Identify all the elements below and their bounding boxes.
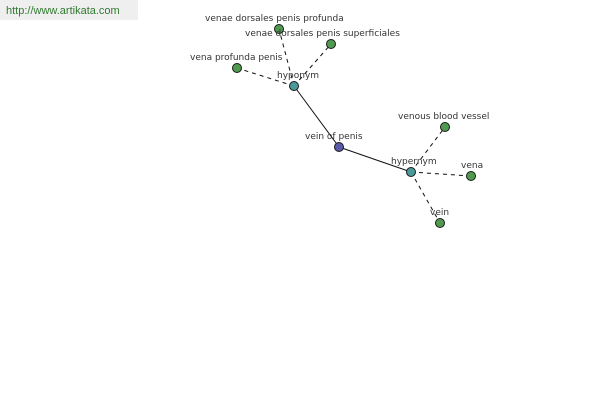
edge-hyponym-to-venae-dorsales-penis-superficiales [293, 43, 332, 87]
node-hypernym[interactable] [406, 167, 416, 177]
node-venous-blood-vessel[interactable] [440, 122, 450, 132]
edge-hypernym-to-vein [410, 171, 441, 224]
node-venae-dorsales-penis-superficiales[interactable] [326, 39, 336, 49]
node-vena-profunda-penis[interactable] [232, 63, 242, 73]
label-hypernym[interactable]: hypernym [391, 157, 437, 167]
watermark-link[interactable]: http://www.artikata.com [0, 0, 138, 20]
label-venae-dorsales-penis-profunda[interactable]: venae dorsales penis profunda [205, 14, 344, 24]
node-vein-of-penis[interactable] [334, 142, 344, 152]
edge-vein-of-penis-to-hyponym [293, 85, 340, 148]
label-vein-of-penis[interactable]: vein of penis [305, 132, 363, 142]
label-vein[interactable]: vein [430, 208, 449, 218]
label-venae-dorsales-penis-superficiales[interactable]: venae dorsales penis superficiales [245, 29, 400, 39]
node-hyponym[interactable] [289, 81, 299, 91]
edge-vein-of-penis-to-hypernym [338, 146, 412, 173]
label-vena[interactable]: vena [461, 161, 483, 171]
node-vena[interactable] [466, 171, 476, 181]
node-vein[interactable] [435, 218, 445, 228]
graph-labels: vein of penis hyponym hypernym venae dorsal… [190, 14, 489, 218]
edge-hypernym-to-venous-blood-vessel [410, 126, 446, 173]
edge-hyponym-to-vena-profunda-penis [236, 67, 295, 87]
graph-edges [236, 28, 472, 224]
label-hyponym[interactable]: hyponym [277, 71, 319, 81]
edge-hypernym-to-vena [410, 171, 472, 177]
edge-hyponym-to-venae-dorsales-penis-profunda [278, 28, 295, 87]
graph-nodes [232, 24, 476, 228]
label-venous-blood-vessel[interactable]: venous blood vessel [398, 112, 489, 122]
label-vena-profunda-penis[interactable]: vena profunda penis [190, 53, 283, 63]
node-venae-dorsales-penis-profunda[interactable] [274, 24, 284, 34]
